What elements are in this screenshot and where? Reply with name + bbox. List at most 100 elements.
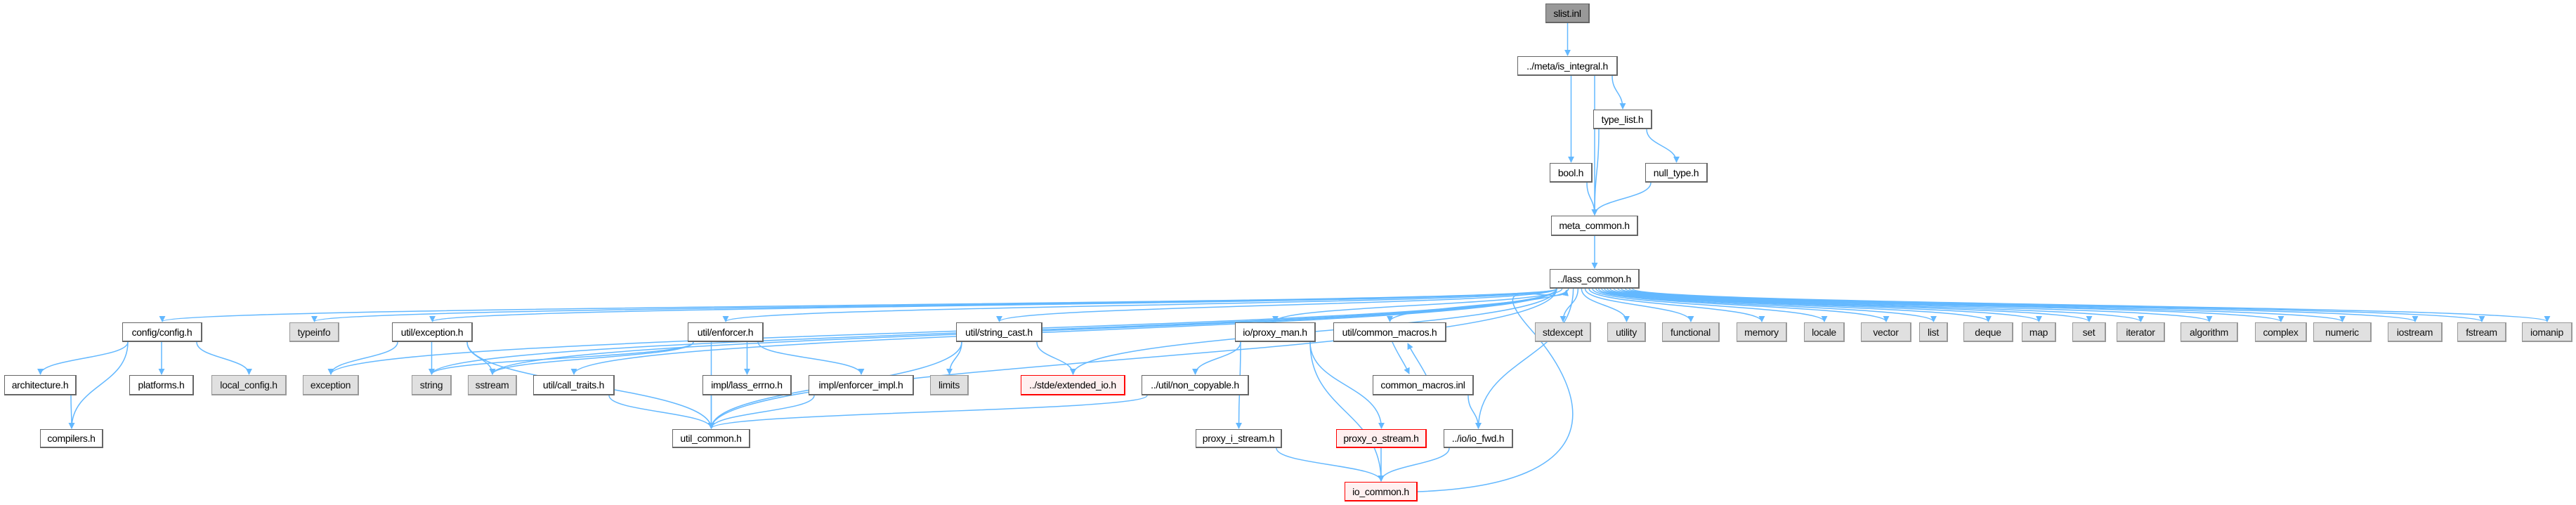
edge-io-fwd-to-io-common bbox=[1378, 447, 1450, 482]
graph-node-exception[interactable]: exception bbox=[303, 375, 359, 395]
graph-node-list[interactable]: list bbox=[1919, 322, 1948, 342]
graph-node-enforcer-impl[interactable]: impl/enforcer_impl.h bbox=[809, 375, 914, 395]
graph-node-io-common[interactable]: io_common.h bbox=[1345, 482, 1418, 501]
graph-node-local-config[interactable]: local_config.h bbox=[211, 375, 287, 395]
edge-lass-common-to-functional bbox=[1584, 288, 1694, 322]
edge-common-macros-h-to-common-macros-inl bbox=[1392, 341, 1410, 374]
graph-node-map[interactable]: map bbox=[2022, 322, 2056, 342]
edge-common-macros-inl-to-common-macros-h bbox=[1407, 343, 1427, 376]
graph-node-memory[interactable]: memory bbox=[1737, 322, 1787, 342]
edge-proxy-man-to-non-copyable bbox=[1192, 341, 1241, 375]
edge-lass-common-to-call-traits bbox=[570, 288, 1557, 375]
graph-node-common-macros-h[interactable]: util/common_macros.h bbox=[1333, 322, 1446, 342]
edge-layer bbox=[37, 22, 2551, 492]
graph-node-proxy-o-stream[interactable]: proxy_o_stream.h bbox=[1336, 429, 1427, 448]
graph-node-numeric[interactable]: numeric bbox=[2313, 322, 2372, 342]
graph-node-util-common[interactable]: util_common.h bbox=[672, 429, 750, 448]
edge-proxy-man-to-io-common bbox=[1309, 341, 1385, 482]
edge-lass-common-to-memory bbox=[1588, 288, 1765, 322]
edge-lass-common-to-deque bbox=[1601, 288, 1992, 322]
edge-string-cast-to-limits bbox=[946, 341, 962, 375]
edge-lass-common-to-common-macros-h bbox=[1387, 288, 1569, 322]
graph-node-proxy-i-stream[interactable]: proxy_i_stream.h bbox=[1196, 429, 1282, 448]
graph-node-vector[interactable]: vector bbox=[1861, 322, 1911, 342]
edge-is-integral-to-type-list bbox=[1611, 75, 1626, 110]
edge-lass-common-to-iostream bbox=[1625, 288, 2419, 322]
edge-lass-common-to-numeric bbox=[1621, 288, 2346, 322]
edge-lass-common-to-util-common bbox=[708, 288, 1557, 429]
edge-config-to-compilers bbox=[68, 341, 129, 429]
graph-node-compilers[interactable]: compilers.h bbox=[40, 429, 103, 448]
edge-lass-common-to-util-exception bbox=[429, 288, 1557, 322]
graph-node-set[interactable]: set bbox=[2072, 322, 2106, 342]
edge-config-to-architecture bbox=[37, 341, 129, 375]
edge-lass-common-to-utility bbox=[1581, 288, 1630, 322]
edge-util-enforcer-to-enforcer-impl bbox=[757, 341, 865, 375]
graph-node-is-integral[interactable]: ../meta/is_integral.h bbox=[1517, 56, 1618, 76]
graph-node-fstream[interactable]: fstream bbox=[2457, 322, 2506, 342]
edge-proxy-i-stream-to-io-common bbox=[1276, 447, 1385, 482]
edge-config-to-local-config bbox=[196, 341, 252, 375]
edge-architecture-to-compilers bbox=[68, 395, 75, 429]
edge-lass-common-to-locale bbox=[1592, 288, 1828, 322]
graph-node-algorithm[interactable]: algorithm bbox=[2181, 322, 2238, 342]
graph-node-bool-h[interactable]: bool.h bbox=[1550, 163, 1593, 183]
graph-node-proxy-man[interactable]: io/proxy_man.h bbox=[1235, 322, 1316, 342]
edge-type-list-to-meta-common bbox=[1591, 129, 1600, 216]
graph-node-extended-io[interactable]: ../stde/extended_io.h bbox=[1021, 375, 1125, 395]
edge-bool-h-to-meta-common bbox=[1586, 182, 1598, 216]
graph-node-lass-errno[interactable]: impl/lass_errno.h bbox=[702, 375, 792, 395]
graph-node-iostream[interactable]: iostream bbox=[2388, 322, 2443, 342]
graph-node-sstream[interactable]: sstream bbox=[468, 375, 517, 395]
graph-node-config[interactable]: config/config.h bbox=[122, 322, 202, 342]
graph-node-io-fwd[interactable]: ../io/io_fwd.h bbox=[1444, 429, 1513, 448]
edge-lass-common-to-algorithm bbox=[1613, 288, 2213, 322]
graph-node-meta-common[interactable]: meta_common.h bbox=[1551, 216, 1638, 236]
graph-node-complex[interactable]: complex bbox=[2255, 322, 2307, 342]
graph-node-util-enforcer[interactable]: util/enforcer.h bbox=[688, 322, 764, 342]
edge-util-enforcer-to-sstream bbox=[489, 341, 694, 375]
graph-node-architecture[interactable]: architecture.h bbox=[4, 375, 77, 395]
edge-lass-common-to-vector bbox=[1595, 288, 1890, 322]
edge-lass-common-to-util-enforcer bbox=[722, 288, 1557, 322]
graph-node-null-type[interactable]: null_type.h bbox=[1645, 163, 1708, 183]
edge-string-cast-to-extended-io bbox=[1036, 341, 1076, 375]
graph-node-common-macros-inl[interactable]: common_macros.inl bbox=[1373, 375, 1474, 395]
graph-node-limits[interactable]: limits bbox=[930, 375, 969, 395]
edge-util-enforcer-to-string bbox=[429, 341, 694, 375]
edge-proxy-man-to-proxy-o-stream bbox=[1309, 341, 1385, 429]
edge-type-list-to-null-type bbox=[1646, 129, 1680, 163]
graph-node-deque[interactable]: deque bbox=[1963, 322, 2013, 342]
edge-lass-common-to-io-fwd bbox=[1475, 288, 1574, 429]
graph-node-typeinfo[interactable]: typeinfo bbox=[289, 322, 339, 342]
edge-lass-common-to-complex bbox=[1617, 288, 2284, 322]
edge-non-copyable-to-util-common bbox=[708, 395, 1148, 429]
graph-node-lass-common[interactable]: ../lass_common.h bbox=[1550, 269, 1640, 289]
graph-node-functional[interactable]: functional bbox=[1662, 322, 1720, 342]
edge-lass-common-to-proxy-man bbox=[1272, 288, 1563, 322]
graph-node-util-exception[interactable]: util/exception.h bbox=[392, 322, 473, 342]
graph-node-stdexcept[interactable]: stdexcept bbox=[1535, 322, 1591, 342]
graph-node-string[interactable]: string bbox=[412, 375, 452, 395]
graph-node-utility[interactable]: utility bbox=[1607, 322, 1646, 342]
graph-node-non-copyable[interactable]: ../util/non_copyable.h bbox=[1142, 375, 1249, 395]
graph-node-iomanip[interactable]: iomanip bbox=[2522, 322, 2572, 342]
edge-lass-common-to-set bbox=[1607, 288, 2093, 322]
edge-util-exception-to-sstream bbox=[466, 341, 496, 375]
edge-null-type-to-meta-common bbox=[1591, 182, 1652, 216]
edge-lass-common-to-iomanip bbox=[1632, 288, 2551, 322]
edge-lass-common-to-string-cast bbox=[996, 288, 1557, 322]
graph-node-platforms[interactable]: platforms.h bbox=[129, 375, 194, 395]
edge-util-exception-to-exception bbox=[327, 341, 398, 375]
graph-node-slist-inl[interactable]: slist.inl bbox=[1545, 4, 1590, 23]
graph-node-type-list[interactable]: type_list.h bbox=[1593, 110, 1652, 129]
edge-lass-common-to-stdexcept bbox=[1560, 288, 1579, 322]
graph-node-iterator[interactable]: iterator bbox=[2117, 322, 2165, 342]
edge-io-common-to-lass-common bbox=[1417, 289, 1574, 492]
graph-node-call-traits[interactable]: util/call_traits.h bbox=[533, 375, 615, 395]
graph-node-locale[interactable]: locale bbox=[1804, 322, 1845, 342]
edge-lass-common-to-iterator bbox=[1609, 288, 2144, 322]
graph-node-string-cast[interactable]: util/string_cast.h bbox=[956, 322, 1042, 342]
edge-lass-common-to-map bbox=[1604, 288, 2042, 322]
